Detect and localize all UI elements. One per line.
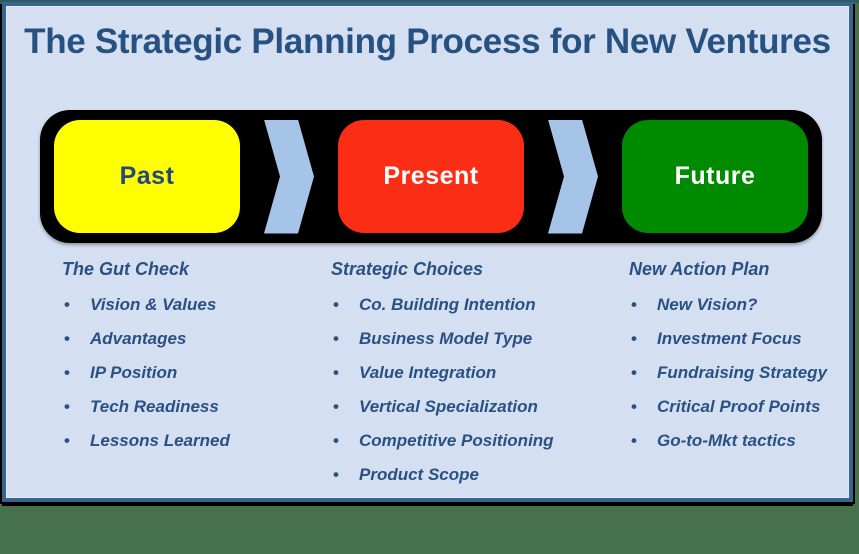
column-3: New Action PlanNew Vision? Investment Foc… xyxy=(629,258,844,464)
bullet-item: Investment Focus xyxy=(629,328,844,349)
stage-box-past: Past xyxy=(54,120,240,233)
bullet-item: Lessons Learned xyxy=(62,430,327,451)
page-title: The Strategic Planning Process for New V… xyxy=(24,22,831,61)
bullet-item: Critical Proof Points xyxy=(629,396,844,417)
bullet-item: Tech Readiness xyxy=(62,396,327,417)
bullet-item: Advantages xyxy=(62,328,327,349)
bullet-item: IP Position xyxy=(62,362,327,383)
bullet-item: Business Model Type xyxy=(331,328,616,349)
stage-label: Present xyxy=(383,162,479,190)
bullet-item: Competitive Positioning xyxy=(331,430,616,451)
column-heading: New Action Plan xyxy=(629,259,770,279)
timeline-bar: Past Present Future xyxy=(40,110,822,243)
bullet-item: Fundraising Strategy xyxy=(629,362,844,383)
detail-columns: The Gut CheckVision & ValuesAdvantagesIP… xyxy=(6,258,849,498)
bullet-item: New Vision? xyxy=(629,294,844,315)
bullet-item: Co. Building Intention xyxy=(331,294,616,315)
column-heading: Strategic Choices xyxy=(331,259,484,279)
bullet-list: Co. Building IntentionBusiness Model Typ… xyxy=(331,294,616,485)
bullet-item: Value Integration xyxy=(331,362,616,383)
slide-panel: The Strategic Planning Process for New V… xyxy=(2,2,853,502)
column-2: Strategic ChoicesCo. Building IntentionB… xyxy=(331,258,616,498)
bullet-item: Go-to-Mkt tactics xyxy=(629,430,844,451)
bullet-item: Product Scope xyxy=(331,464,616,485)
stage-label: Future xyxy=(674,162,756,190)
stage-box-present: Present xyxy=(338,120,524,233)
chevron-right-icon xyxy=(264,119,314,234)
stage-box-future: Future xyxy=(622,120,808,233)
column-heading: The Gut Check xyxy=(62,259,190,279)
stage-label: Past xyxy=(119,162,175,190)
column-1: The Gut CheckVision & ValuesAdvantagesIP… xyxy=(62,258,327,464)
chevron-right-icon xyxy=(548,119,598,234)
top-background-strip xyxy=(0,0,859,3)
bullet-list: Vision & ValuesAdvantages IP PositionTech… xyxy=(62,294,327,451)
bullet-list: New Vision? Investment FocusFundraising S… xyxy=(629,294,844,451)
bullet-item: Vertical Specialization xyxy=(331,396,616,417)
bullet-item: Vision & Values xyxy=(62,294,327,315)
